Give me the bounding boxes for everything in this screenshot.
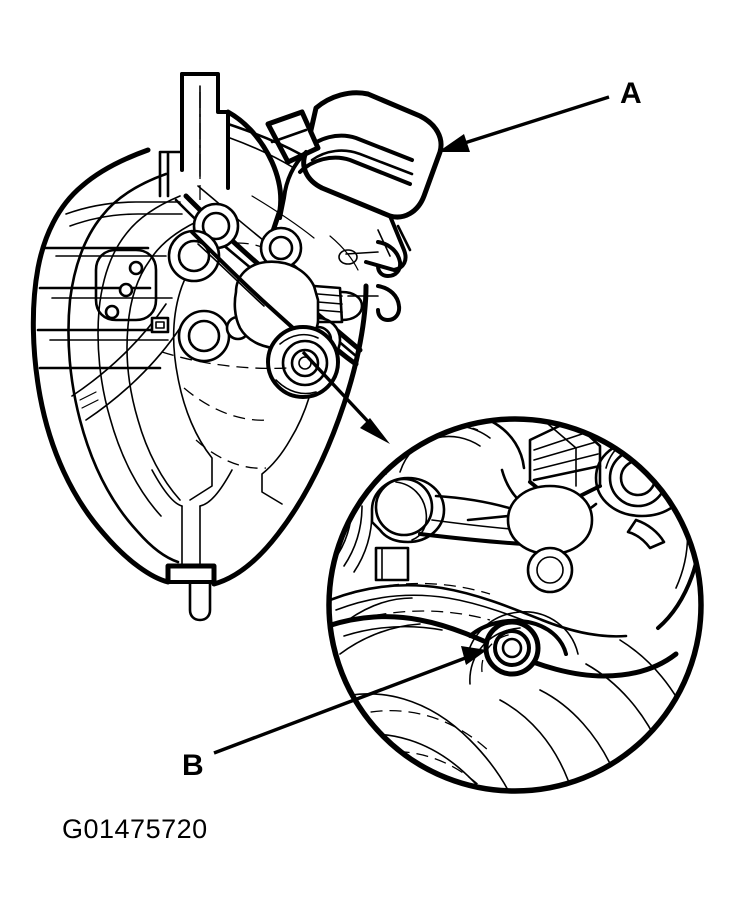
detail-connector-top [547,423,577,487]
block-face-ledge [65,201,181,215]
casting-to-solenoid-edge-2 [229,137,295,169]
detail-left-hatch-3 [353,511,373,573]
detail-lower-hidden-2 [359,750,483,789]
housing-outer-outline [30,147,369,587]
callout-b-group: B [182,646,487,782]
detail-bolt-hidden-ring [481,633,515,673]
block-face-ledge-2 [69,213,183,227]
drain-tube [188,580,212,622]
detail-bolt-head [501,637,523,659]
solenoid-base-inner [377,229,391,257]
housing-cavity-low-dash [195,439,267,469]
detail-casting-contour-b [343,625,443,637]
housing-cavity-mid-dash [183,387,269,421]
detail-hidden-edge-1 [349,582,491,595]
main-assembly-drawing [30,72,444,622]
callout-a-arrowhead [438,134,470,152]
detail-bg-contour-9 [339,623,421,655]
pump-side-lug [340,290,364,322]
figure-id-label: G01475720 [62,814,208,844]
bracket-hole-middle [118,282,134,298]
detail-pointer-line [301,350,377,431]
pump-cover-step [312,284,344,324]
housing-inner-rim-1 [67,172,180,564]
bracket-hole-bottom [104,304,120,320]
solenoid-connector-cap [265,109,321,165]
detail-left-boss-circle [374,477,434,537]
pump-fin-1 [317,293,343,297]
detail-casting-mid-contour [329,584,628,638]
solenoid-body [301,90,444,220]
detail-bolt-surround-2 [469,627,521,685]
detail-pointer-arrowhead [360,418,390,444]
drive-belt-inner [197,243,265,307]
boss-lower-left-bore [187,319,221,353]
detail-connector-rib-4 [532,464,602,482]
detail-hidden-edge-2 [355,610,491,621]
solenoid-base-flange [364,214,408,272]
detail-bolt-surround-1 [465,611,579,663]
post-base-step [158,150,184,198]
boss-center-bore [268,235,294,261]
detail-circle-border [326,416,704,794]
casting-hidden-edge [161,351,289,369]
casting-detail-line-2 [329,235,359,271]
detail-connector-rib-3 [533,453,599,471]
three-hole-bracket-outline [94,248,158,322]
detail-retainer-tab [374,546,410,582]
block-diagonal-rib [71,303,167,397]
retainer-tab [150,316,170,334]
bracket-hole-top [128,260,144,276]
solenoid-base-step [396,224,412,252]
solenoid-connector-edge [270,128,308,144]
detail-left-hatch-2 [343,505,363,567]
callout-a-label: A [620,77,642,110]
boss-left-large-bore [177,239,211,273]
bracket-finger-lower [376,284,402,322]
callout-b-leader-line [213,655,469,755]
detail-circle-contents [329,419,701,791]
detail-bg-contour-8 [347,597,413,621]
solenoid-mount-arm [278,150,308,220]
casting-to-solenoid-edge [226,122,302,156]
bracket-finger-upper [376,240,403,278]
bracket-link-dash-1 [345,251,379,255]
detail-origin-hatch [275,333,319,395]
callout-b-label: B [182,749,204,782]
detail-bg-contour-4 [499,699,583,791]
detail-arm-lower [418,532,526,546]
callout-a-group: A [438,77,642,152]
housing-inner-rim-2 [97,195,181,517]
detail-view-pointer [301,350,390,444]
detail-casting-contour-a [335,594,549,631]
block-diagonal-rib-2 [85,327,181,421]
pump-fin-3 [317,309,343,313]
block-small-slot [79,391,99,409]
callout-a-leader-line [454,95,610,148]
boss-upper-left-bore [201,211,231,241]
detail-center-bore-inner [536,556,564,584]
vertical-post-bracket [180,72,230,190]
detail-center-dome [506,484,594,556]
retainer-tab-inner [155,321,165,329]
detail-connector-rib-2 [533,441,597,461]
detail-view-circle-group [326,416,704,794]
sump-funnel [151,469,233,507]
pump-fin-2 [317,301,343,305]
solenoid-seam [310,149,414,176]
casting-detail-line-1 [251,195,315,239]
callout-b-arrowhead [461,646,487,665]
solenoid-ring-2 [298,155,412,186]
small-hole-right [338,249,358,265]
detail-right-notch [626,518,666,550]
